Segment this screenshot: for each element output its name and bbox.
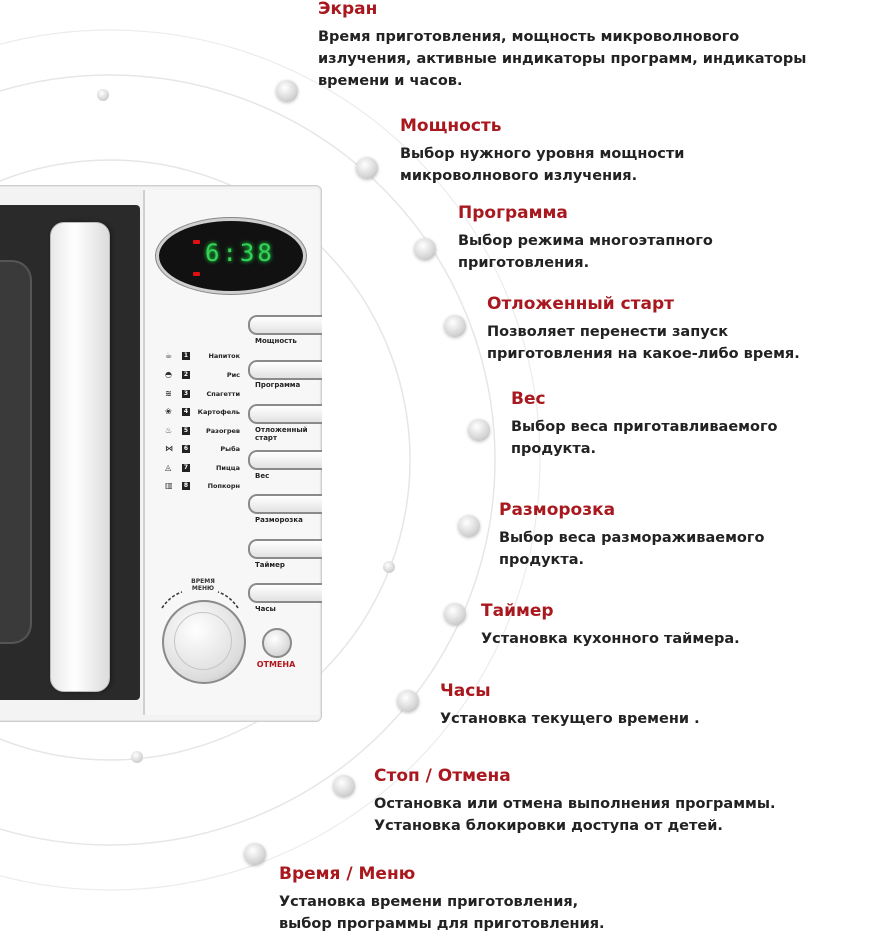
callout-stop-cancel: Стоп / Отмена Остановка или отмена выпол… (374, 765, 776, 837)
callout-screen: Экран Время приготовления, мощность микр… (318, 0, 806, 92)
clock-button[interactable] (248, 583, 322, 603)
display-screen (156, 218, 306, 294)
timer-button-label: Таймер (255, 561, 285, 569)
callout-title: Отложенный старт (487, 294, 674, 314)
door-handle[interactable] (50, 222, 110, 692)
cup-icon: ☕ (165, 351, 173, 360)
callout-marker (468, 419, 490, 441)
callout-title: Часы (440, 681, 491, 701)
callout-timer: Таймер Установка кухонного таймера. (481, 600, 740, 650)
callout-power: Мощность Выбор нужного уровня мощности м… (400, 115, 684, 187)
program-item: ≋ 3 Спагетти (165, 389, 240, 398)
reheat-icon: ♨ (165, 426, 173, 435)
program-item: ☕ 1 Напиток (165, 351, 240, 360)
stop-cancel-label: ОТМЕНА (256, 660, 296, 669)
knob-arrows-icon (161, 591, 239, 609)
timer-button[interactable] (248, 539, 322, 559)
callout-marker (414, 238, 436, 260)
program-item: ⋈ 6 Рыба (165, 444, 240, 453)
callout-clock: Часы Установка текущего времени . (440, 680, 700, 730)
callout-title: Время / Меню (279, 864, 416, 884)
arc-dot (97, 89, 109, 101)
weight-button-label: Вес (255, 472, 270, 480)
knob-label: ВРЕМЯ МЕНЮ (191, 578, 215, 592)
callout-marker (333, 775, 355, 797)
callout-title: Программа (458, 203, 568, 223)
program-item: ♨ 5 Разогрев (165, 426, 240, 435)
weight-button[interactable] (248, 450, 322, 470)
power-button[interactable] (248, 315, 322, 335)
clock-button-label: Часы (255, 605, 276, 613)
callout-title: Вес (511, 389, 546, 409)
delayed-start-button[interactable] (248, 404, 322, 424)
display-indicator (193, 272, 200, 276)
arc-dot (131, 751, 143, 763)
callout-title: Таймер (481, 601, 554, 621)
program-item: ◓ 2 Рис (165, 370, 240, 379)
callout-defrost: Разморозка Выбор веса размораживаемого п… (499, 499, 764, 571)
callout-title: Разморозка (499, 500, 616, 520)
program-button-label: Программа (255, 381, 301, 389)
time-menu-knob[interactable] (162, 600, 246, 684)
program-item: ◬ 7 Пицца (165, 463, 240, 472)
pizza-icon: ◬ (165, 463, 172, 472)
callout-marker (444, 603, 466, 625)
callout-weight: Вес Выбор веса приготавливаемого продукт… (511, 388, 778, 460)
callout-marker (397, 690, 419, 712)
callout-desc: Установка текущего времени . (440, 711, 700, 727)
callout-time-menu: Время / Меню Установка времени приготовл… (279, 863, 605, 935)
stop-cancel-button[interactable] (262, 628, 292, 658)
callout-desc: Установка времени приготовления, выбор п… (279, 894, 605, 932)
callout-title: Экран (318, 0, 378, 19)
delayed-start-button-label: Отложенный старт (255, 426, 308, 442)
callout-desc: Выбор режима многоэтапного приготовления… (458, 233, 713, 271)
callout-marker (458, 515, 480, 537)
callout-desc: Позволяет перенести запуск приготовления… (487, 324, 800, 362)
callout-desc: Установка кухонного таймера. (481, 631, 740, 647)
spaghetti-icon: ≋ (165, 389, 172, 398)
arc-dot (383, 561, 395, 573)
power-button-label: Мощность (255, 337, 297, 345)
fish-icon: ⋈ (165, 444, 173, 453)
callout-marker (356, 157, 378, 179)
display-time: 6:38 (205, 239, 275, 267)
callout-marker (244, 843, 266, 865)
callout-delayed-start: Отложенный старт Позволяет перенести зап… (487, 293, 800, 365)
defrost-button[interactable] (248, 494, 322, 514)
callout-desc: Выбор веса размораживаемого продукта. (499, 530, 765, 568)
program-item: ❀ 4 Картофель (165, 407, 240, 416)
program-button[interactable] (248, 360, 322, 380)
program-item: ▥ 8 Попкорн (165, 481, 240, 490)
popcorn-icon: ▥ (165, 481, 173, 490)
callout-desc: Остановка или отмена выполнения программ… (374, 796, 776, 834)
callout-title: Стоп / Отмена (374, 766, 511, 786)
callout-marker (444, 315, 466, 337)
callout-desc: Время приготовления, мощность микроволно… (318, 29, 807, 89)
callout-title: Мощность (400, 116, 502, 136)
callout-program: Программа Выбор режима многоэтапного при… (458, 202, 713, 274)
potato-icon: ❀ (165, 407, 172, 416)
microwave-window (0, 260, 32, 644)
defrost-button-label: Разморозка (255, 516, 303, 524)
display-indicator (193, 240, 200, 244)
rice-bowl-icon: ◓ (165, 370, 172, 379)
callout-desc: Выбор нужного уровня мощности микроволно… (400, 146, 685, 184)
callout-marker (276, 80, 298, 102)
callout-desc: Выбор веса приготавливаемого продукта. (511, 419, 778, 457)
